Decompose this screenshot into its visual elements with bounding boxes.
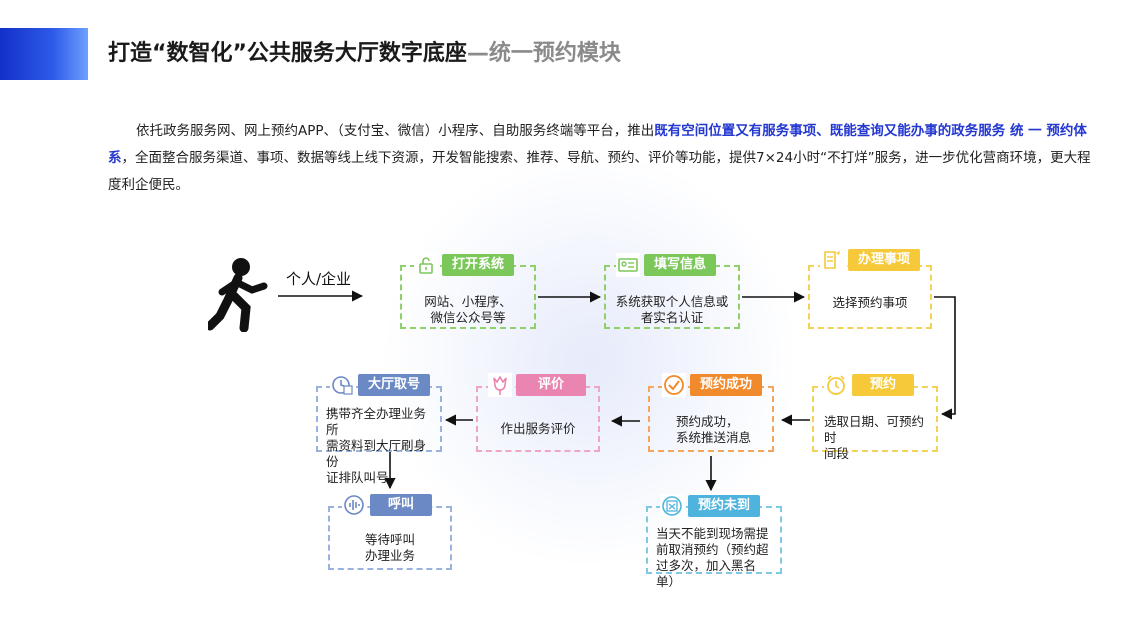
intro-text-part2: ，全面整合服务渠道、事项、数据等线上线下资源，开发智能搜索、推荐、导航、预约、评… bbox=[108, 150, 1091, 193]
intro-text-part1: 依托政务服务网、网上预约APP、（支付宝、微信）小程序、自助服务终端等平台，推出 bbox=[136, 123, 655, 139]
step-handle-item: 选择预约事项 bbox=[808, 265, 932, 329]
step-handle-item-label: 办理事项 bbox=[848, 249, 921, 271]
page-title: 打造“数智化”公共服务大厅数字底座—统一预约模块 bbox=[108, 34, 621, 74]
step-fill-info-text: 系统获取个人信息或者实名认证 bbox=[615, 294, 729, 325]
id-card-icon bbox=[616, 253, 640, 277]
step-open-system-text: 网站、小程序、微信公众号等 bbox=[424, 294, 512, 325]
step-hall-ticket-header: 大厅取号 bbox=[330, 373, 431, 397]
step-hall-ticket-label: 大厅取号 bbox=[358, 374, 431, 396]
step-appointment-success-label: 预约成功 bbox=[690, 374, 763, 396]
step-fill-info-label: 填写信息 bbox=[644, 254, 717, 276]
tulip-icon bbox=[488, 373, 512, 397]
step-evaluate-header: 评价 bbox=[488, 373, 587, 397]
step-open-system-header: 打开系统 bbox=[414, 253, 515, 277]
step-call-header: 呼叫 bbox=[342, 493, 433, 517]
step-call-text: 等待呼叫办理业务 bbox=[364, 532, 415, 563]
arrow-handle-to-appointment bbox=[934, 296, 956, 420]
step-appointment-text: 选取日期、可预约时间段 bbox=[824, 414, 925, 461]
step-appointment-label: 预约 bbox=[852, 374, 915, 396]
step-hall-ticket-text: 携带齐全办理业务所需资料到大厅刷身份证排队叫号 bbox=[326, 406, 427, 485]
step-evaluate-label: 评价 bbox=[516, 374, 587, 396]
step-no-show-label: 预约未到 bbox=[688, 495, 761, 517]
page-title-main: 打造“数智化”公共服务大厅数字底座 bbox=[108, 41, 467, 66]
step-open-system-label: 打开系统 bbox=[442, 254, 515, 276]
running-person-icon bbox=[208, 258, 268, 332]
step-handle-item-text: 选择预约事项 bbox=[832, 295, 908, 310]
ticket-clock-icon bbox=[330, 373, 354, 397]
person-label: 个人/企业 bbox=[286, 270, 352, 288]
step-fill-info-header: 填写信息 bbox=[616, 253, 717, 277]
check-circle-icon bbox=[662, 373, 686, 397]
header-accent-block bbox=[0, 28, 88, 80]
step-appointment-header: 预约 bbox=[824, 373, 915, 397]
calendar-cross-icon bbox=[660, 494, 684, 518]
step-no-show-text: 当天不能到现场需提前取消预约（预约超过多次，加入黑名单） bbox=[656, 526, 769, 589]
step-appointment-success-text: 预约成功，系统推送消息 bbox=[676, 414, 752, 445]
step-call-label: 呼叫 bbox=[370, 494, 433, 516]
step-appointment-success-header: 预约成功 bbox=[662, 373, 763, 397]
document-edit-icon bbox=[820, 248, 844, 272]
step-no-show-header: 预约未到 bbox=[660, 494, 761, 518]
intro-paragraph: 依托政务服务网、网上预约APP、（支付宝、微信）小程序、自助服务终端等平台，推出… bbox=[108, 118, 1098, 199]
intro-highlight: 既有空间位置又有服务事项、既能查询又能办事的政务服务 统 一 预约体系 bbox=[108, 123, 1087, 166]
page-title-sub: —统一预约模块 bbox=[466, 41, 621, 66]
step-evaluate-text: 作出服务评价 bbox=[500, 421, 576, 436]
step-handle-item-header: 办理事项 bbox=[820, 248, 921, 272]
step-hall-ticket: 携带齐全办理业务所需资料到大厅刷身份证排队叫号 bbox=[316, 386, 442, 485]
lock-icon bbox=[414, 253, 438, 277]
alarm-clock-icon bbox=[824, 373, 848, 397]
sound-wave-icon bbox=[342, 493, 366, 517]
